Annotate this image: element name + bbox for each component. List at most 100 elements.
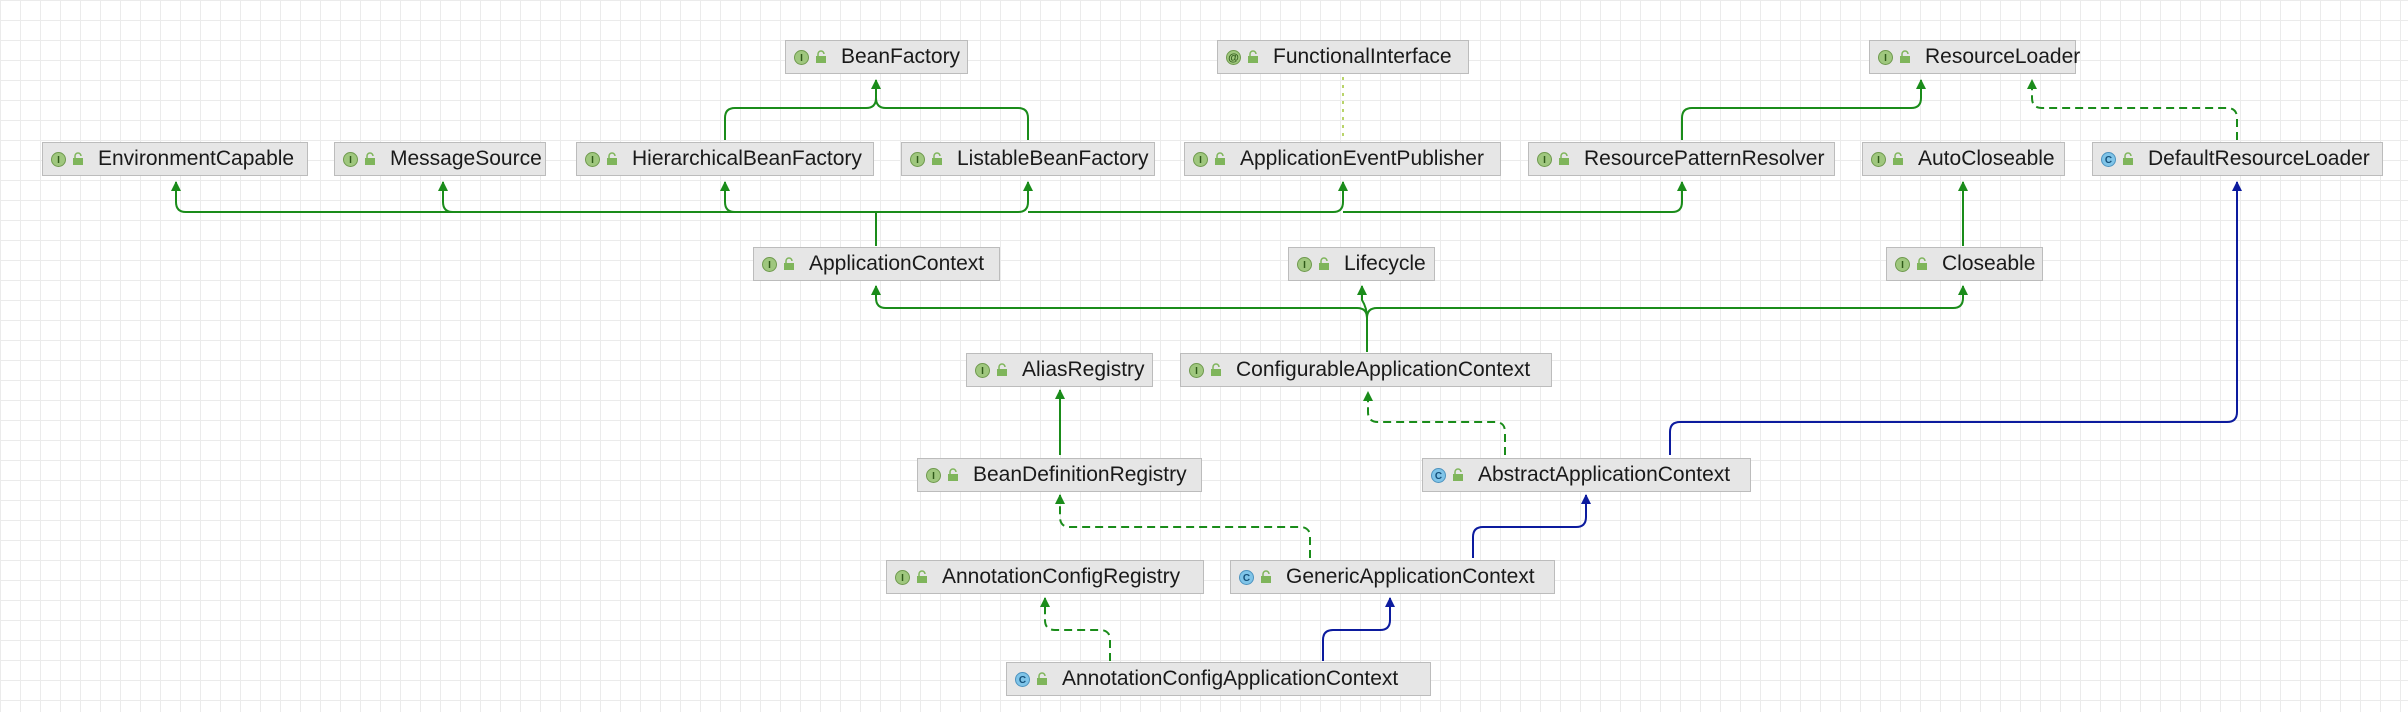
- interface-icon: I: [762, 256, 777, 272]
- lock-icon: [73, 152, 83, 165]
- node-label: Closeable: [1942, 252, 2036, 275]
- lock-icon: [1261, 570, 1271, 583]
- edge-patternresolver-to-resourceloader: [1681, 79, 1926, 140]
- interface-icon: I: [975, 362, 990, 378]
- lock-icon: [1215, 152, 1225, 165]
- interface-icon: I: [1537, 151, 1552, 167]
- node-label: ResourceLoader: [1925, 45, 2081, 68]
- node-label: AnnotationConfigApplicationContext: [1062, 667, 1399, 690]
- edge-listable-to-beanfactory: [875, 97, 1029, 140]
- node-label: BeanDefinitionRegistry: [973, 463, 1187, 486]
- lock-icon: [1453, 468, 1463, 481]
- node-annotation-config-registry[interactable]: I AnnotationConfigRegistry: [886, 560, 1204, 594]
- edge-appcontext-to-messagesource: [438, 181, 454, 213]
- lock-icon: [1037, 672, 1047, 685]
- node-configurable-application-context[interactable]: I ConfigurableApplicationContext: [1180, 353, 1552, 387]
- interface-icon: I: [1878, 49, 1893, 65]
- lock-icon: [1319, 257, 1329, 270]
- edge-generic-to-beandefreg: [1055, 494, 1311, 558]
- edge-hierarchical-to-beanfactory: [724, 79, 881, 140]
- node-environment-capable[interactable]: I EnvironmentCapable: [42, 142, 308, 176]
- class-icon: C: [1015, 671, 1030, 687]
- node-auto-closeable[interactable]: I AutoCloseable: [1862, 142, 2065, 176]
- node-application-event-publisher[interactable]: I ApplicationEventPublisher: [1184, 142, 1501, 176]
- interface-icon: I: [910, 151, 925, 167]
- interface-icon: I: [926, 467, 941, 483]
- lock-icon: [1893, 152, 1903, 165]
- lock-icon: [1917, 257, 1927, 270]
- interface-icon: I: [1189, 362, 1204, 378]
- node-application-context[interactable]: I ApplicationContext: [753, 247, 1000, 281]
- lock-icon: [784, 257, 794, 270]
- node-closeable[interactable]: I Closeable: [1886, 247, 2043, 281]
- interface-icon: I: [51, 151, 66, 167]
- class-icon: C: [2101, 151, 2116, 167]
- node-label: ApplicationContext: [809, 252, 985, 275]
- node-default-resource-loader[interactable]: C DefaultResourceLoader: [2092, 142, 2383, 176]
- node-alias-registry[interactable]: I AliasRegistry: [966, 353, 1153, 387]
- class-icon: C: [1431, 467, 1446, 483]
- node-label: AutoCloseable: [1918, 147, 2055, 170]
- node-label: ConfigurableApplicationContext: [1236, 358, 1531, 381]
- node-message-source[interactable]: I MessageSource: [334, 142, 546, 176]
- interface-icon: I: [343, 151, 358, 167]
- interface-icon: I: [1895, 256, 1910, 272]
- node-label: EnvironmentCapable: [98, 147, 295, 170]
- lock-icon: [365, 152, 375, 165]
- annotation-icon: @: [1226, 49, 1241, 65]
- node-label: BeanFactory: [841, 45, 961, 68]
- node-label: HierarchicalBeanFactory: [632, 147, 862, 170]
- node-label: AbstractApplicationContext: [1478, 463, 1731, 486]
- node-label: ListableBeanFactory: [957, 147, 1149, 170]
- interface-icon: I: [1193, 151, 1208, 167]
- node-label: Lifecycle: [1344, 252, 1426, 275]
- interface-icon: I: [895, 569, 910, 585]
- edge-appcontext-to-eventpublisher: [1028, 181, 1348, 213]
- edge-abstract-to-configurable: [1363, 391, 1506, 455]
- interface-icon: I: [585, 151, 600, 167]
- node-resource-pattern-resolver[interactable]: I ResourcePatternResolver: [1528, 142, 1835, 176]
- interface-icon: I: [794, 49, 809, 65]
- node-label: AnnotationConfigRegistry: [942, 565, 1181, 588]
- lock-icon: [816, 50, 826, 63]
- lock-icon: [948, 468, 958, 481]
- edge-configurable-to-closeable: [1366, 285, 1968, 319]
- edge-defaultresourceloader-to-resourceloader: [2027, 79, 2238, 140]
- edge-appcontext-to-hierarchical: [720, 181, 736, 213]
- node-label: MessageSource: [390, 147, 542, 170]
- node-listable-bean-factory[interactable]: I ListableBeanFactory: [901, 142, 1155, 176]
- edge-appcontext-to-environmentcapable: [171, 181, 876, 213]
- edge-appcontext-to-listable: [876, 181, 1033, 213]
- node-label: ResourcePatternResolver: [1584, 147, 1825, 170]
- lock-icon: [997, 363, 1007, 376]
- lock-icon: [1248, 50, 1258, 63]
- lock-icon: [2123, 152, 2133, 165]
- node-label: FunctionalInterface: [1273, 45, 1452, 68]
- node-generic-application-context[interactable]: C GenericApplicationContext: [1230, 560, 1555, 594]
- lock-icon: [1211, 363, 1221, 376]
- lock-icon: [1559, 152, 1569, 165]
- node-label: ApplicationEventPublisher: [1240, 147, 1484, 170]
- lock-icon: [932, 152, 942, 165]
- node-bean-definition-registry[interactable]: I BeanDefinitionRegistry: [917, 458, 1202, 492]
- edge-appcontext-to-patternresolver: [1343, 181, 1687, 213]
- node-label: AliasRegistry: [1022, 358, 1145, 381]
- node-bean-factory[interactable]: I BeanFactory: [785, 40, 968, 74]
- node-functional-interface[interactable]: @ FunctionalInterface: [1217, 40, 1469, 74]
- edge-generic-to-abstract: [1472, 494, 1591, 558]
- node-annotation-config-application-context[interactable]: C AnnotationConfigApplicationContext: [1006, 662, 1431, 696]
- node-hierarchical-bean-factory[interactable]: I HierarchicalBeanFactory: [576, 142, 874, 176]
- edge-abstract-to-defaultresourceloader: [1669, 181, 2242, 455]
- lock-icon: [607, 152, 617, 165]
- node-label: DefaultResourceLoader: [2148, 147, 2370, 170]
- edge-annotationconfigctx-to-generic: [1322, 597, 1395, 661]
- lock-icon: [917, 570, 927, 583]
- node-lifecycle[interactable]: I Lifecycle: [1288, 247, 1435, 281]
- node-abstract-application-context[interactable]: C AbstractApplicationContext: [1422, 458, 1751, 492]
- node-resource-loader[interactable]: I ResourceLoader: [1869, 40, 2080, 74]
- class-icon: C: [1239, 569, 1254, 585]
- lock-icon: [1900, 50, 1910, 63]
- interface-icon: I: [1297, 256, 1312, 272]
